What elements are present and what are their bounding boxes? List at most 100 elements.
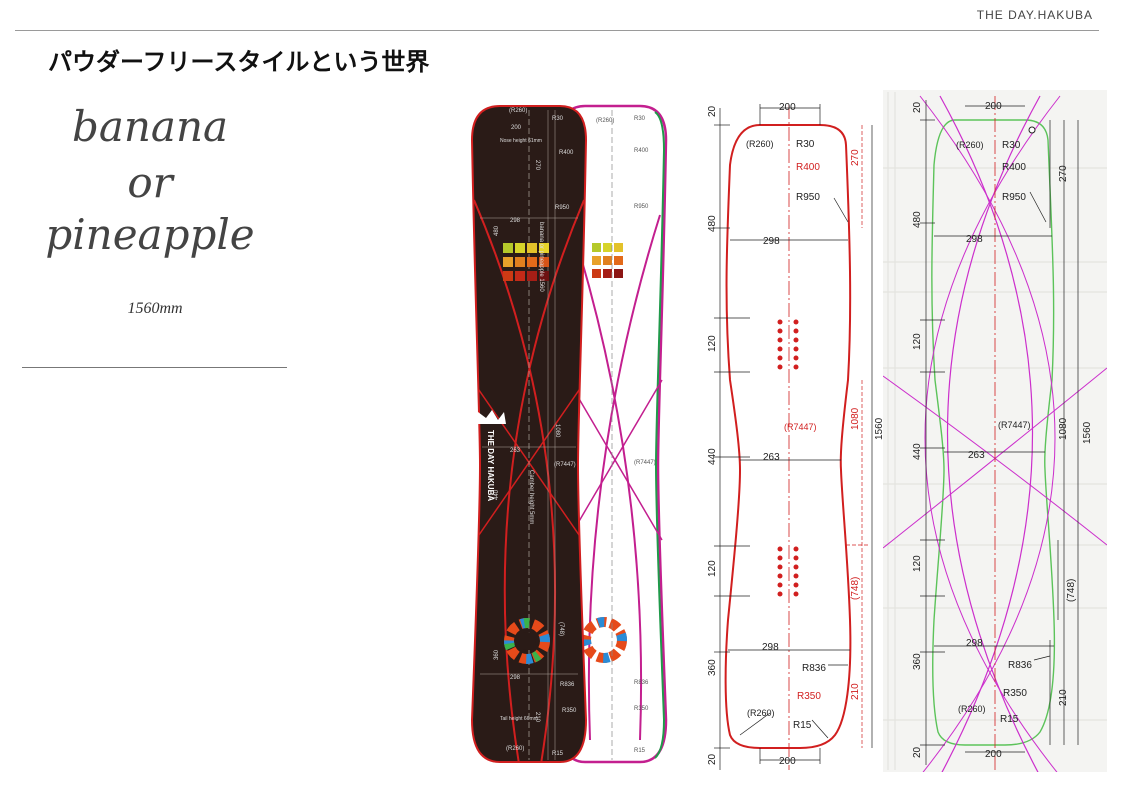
red-label-r950: R950 bbox=[796, 192, 820, 203]
red-label-298-nose: 298 bbox=[763, 236, 780, 247]
white-label-r260: (R260) bbox=[596, 118, 614, 124]
dark-label-200: 200 bbox=[511, 125, 522, 131]
overlay-label-748: (748) bbox=[1066, 579, 1077, 602]
swatch-grid-white bbox=[592, 243, 623, 278]
dark-label-r950: R950 bbox=[555, 205, 570, 211]
overlay-label-360: 360 bbox=[912, 653, 923, 670]
red-label-r15: R15 bbox=[793, 720, 812, 731]
overlay-label-r260: (R260) bbox=[956, 140, 984, 150]
overlay-label-480: 480 bbox=[912, 211, 923, 228]
overlay-label-sidecut: (R7447) bbox=[998, 420, 1031, 430]
red-label-120-b: 120 bbox=[707, 560, 718, 577]
overlay-technical-drawing: 200 (R260) R30 R400 R950 298 (R7447) 263… bbox=[883, 90, 1107, 772]
model-name-line2: or bbox=[127, 158, 173, 207]
red-label-sidecut: (R7447) bbox=[784, 422, 817, 432]
dark-label-camber: Camber height 5mm bbox=[528, 470, 534, 524]
overlay-label-20-bottom: 20 bbox=[912, 746, 923, 758]
red-label-360: 360 bbox=[707, 659, 718, 676]
red-label-200-bottom: 200 bbox=[779, 756, 796, 767]
dark-label-440: 440 bbox=[494, 489, 500, 500]
dark-label-298: 298 bbox=[510, 218, 521, 224]
overlay-label-263: 263 bbox=[968, 450, 985, 461]
overlay-label-120-b: 120 bbox=[912, 555, 923, 572]
overlay-label-r15: R15 bbox=[1000, 714, 1019, 725]
dark-label-210: 210 bbox=[534, 712, 540, 723]
dark-label-270: 270 bbox=[534, 160, 540, 171]
red-label-210: 210 bbox=[850, 683, 861, 700]
white-label-r350: R350 bbox=[634, 706, 649, 712]
overlay-label-200-top: 200 bbox=[985, 101, 1002, 112]
overlay-label-r836: R836 bbox=[1008, 660, 1032, 671]
overlay-label-210: 210 bbox=[1058, 689, 1069, 706]
dark-label-r15: R15 bbox=[552, 751, 564, 757]
left-divider bbox=[22, 367, 287, 368]
white-label-sidecut: (R7447) bbox=[634, 460, 656, 466]
overlay-label-270: 270 bbox=[1058, 165, 1069, 182]
overlay-label-200-bottom: 200 bbox=[985, 749, 1002, 760]
red-label-120-a: 120 bbox=[707, 335, 718, 352]
brand-label: THE DAY.HAKUBA bbox=[976, 8, 1093, 22]
dark-label-nose-height: Nose height 61mm bbox=[500, 138, 542, 144]
red-label-r350: R350 bbox=[797, 691, 821, 702]
white-label-r400: R400 bbox=[634, 148, 649, 154]
board-graphic-white: (R260) R30 R400 R950 (R7447) R836 R350 R… bbox=[558, 104, 668, 764]
dark-label-tail-height: Tail height 66mm bbox=[500, 716, 538, 722]
dark-label-r400: R400 bbox=[559, 150, 574, 156]
dark-label-r30: R30 bbox=[552, 116, 564, 122]
white-label-r15: R15 bbox=[634, 748, 646, 754]
overlay-label-r400: R400 bbox=[1002, 162, 1026, 173]
overlay-label-120-a: 120 bbox=[912, 333, 923, 350]
dark-label-263: 263 bbox=[510, 448, 521, 454]
dark-label-sidecut: (R7447) bbox=[554, 462, 576, 468]
swatch-grid-dark bbox=[503, 243, 549, 281]
header-rule bbox=[15, 30, 1099, 31]
page-title: パウダーフリースタイルという世界 bbox=[48, 47, 430, 76]
dark-label-298-tail: 298 bbox=[510, 675, 521, 681]
overlay-label-440: 440 bbox=[912, 443, 923, 460]
mountain-logo-icon bbox=[478, 410, 506, 424]
red-label-20-bottom: 20 bbox=[707, 753, 718, 765]
red-label-263: 263 bbox=[763, 452, 780, 463]
dark-label-r260: (R260) bbox=[509, 108, 527, 114]
white-label-r950: R950 bbox=[634, 204, 649, 210]
overlay-label-298-nose: 298 bbox=[966, 234, 983, 245]
overlay-label-r260-tail: (R260) bbox=[958, 704, 986, 714]
red-label-r30: R30 bbox=[796, 139, 815, 150]
dark-label-748: (748) bbox=[558, 622, 564, 636]
white-label-r30: R30 bbox=[634, 116, 646, 122]
overlay-label-20-top: 20 bbox=[912, 101, 923, 113]
red-label-1560: 1560 bbox=[874, 417, 885, 440]
white-label-r836: R836 bbox=[634, 680, 649, 686]
overlay-label-r350: R350 bbox=[1003, 688, 1027, 699]
dark-label-model: banana or pineapple 1560 bbox=[538, 222, 544, 292]
overlay-label-1080: 1080 bbox=[1058, 417, 1069, 440]
model-name-line3: pineapple bbox=[45, 210, 255, 259]
red-label-1080: 1080 bbox=[850, 407, 861, 430]
model-name-line1: banana bbox=[71, 102, 229, 151]
red-label-200-top: 200 bbox=[779, 102, 796, 113]
board-length: 1560mm bbox=[127, 300, 183, 317]
board-graphic-dark: THE DAY HAKUBA (R260) 200 R30 Nose heigh… bbox=[470, 105, 588, 763]
overlay-label-r30: R30 bbox=[1002, 140, 1021, 151]
overlay-label-298-tail: 298 bbox=[966, 638, 983, 649]
red-label-748: (748) bbox=[850, 577, 861, 600]
overlay-label-1560: 1560 bbox=[1082, 421, 1093, 444]
red-label-440: 440 bbox=[707, 448, 718, 465]
dark-label-r836: R836 bbox=[560, 682, 575, 688]
overlay-label-r950: R950 bbox=[1002, 192, 1026, 203]
dark-label-1080: 1080 bbox=[554, 424, 560, 438]
red-label-480: 480 bbox=[707, 215, 718, 232]
dark-label-480: 480 bbox=[494, 225, 500, 236]
dark-label-r350: R350 bbox=[562, 708, 577, 714]
red-label-r836: R836 bbox=[802, 663, 826, 674]
red-technical-drawing: 200 (R260) R30 R400 R950 298 (R7447) 263… bbox=[707, 102, 885, 770]
red-label-270: 270 bbox=[850, 149, 861, 166]
red-label-r260: (R260) bbox=[746, 139, 774, 149]
red-label-298-tail: 298 bbox=[762, 642, 779, 653]
red-label-r260-tail: (R260) bbox=[747, 708, 775, 718]
dark-label-r260-tail: (R260) bbox=[506, 746, 524, 752]
board-logo-text: THE DAY HAKUBA bbox=[486, 430, 495, 501]
red-label-r400: R400 bbox=[796, 162, 820, 173]
dark-label-360: 360 bbox=[494, 649, 500, 660]
